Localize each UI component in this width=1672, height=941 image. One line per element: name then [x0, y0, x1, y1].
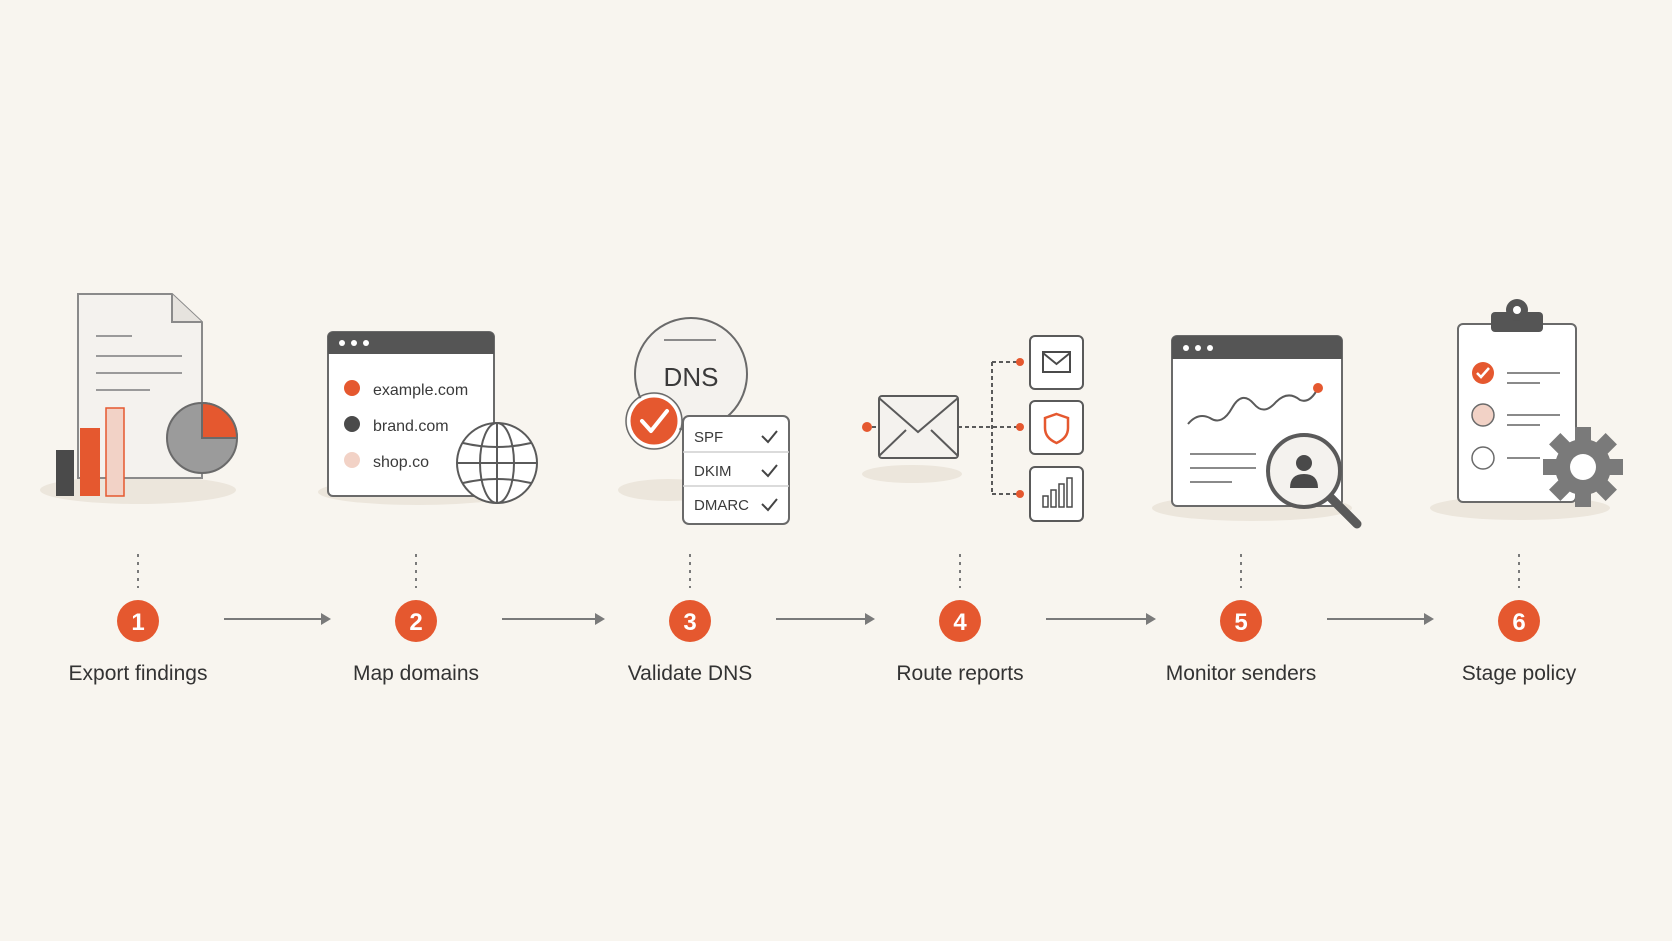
- step-badge: [669, 600, 711, 642]
- shield-icon: [1043, 412, 1070, 445]
- step-label: Stage policy: [1462, 662, 1577, 685]
- dns-title: DNS: [664, 362, 719, 392]
- domain-item: shop.co: [373, 454, 429, 471]
- step-label: Validate DNS: [628, 662, 753, 685]
- step-label: Map domains: [353, 662, 479, 685]
- step-badge: [395, 600, 437, 642]
- flow-arrow: [502, 613, 605, 625]
- checkmark-icon: [761, 464, 778, 478]
- mail-small-icon: [1042, 351, 1071, 373]
- monitor-search-icon: [1152, 335, 1362, 529]
- domain-item: brand.com: [373, 418, 449, 435]
- dns-check-icon: DNS SPF DKIM DMARC: [618, 317, 790, 525]
- bar-chart-icon: [1042, 477, 1073, 508]
- clipboard-gear-icon: [1430, 299, 1623, 520]
- globe-icon: [456, 422, 538, 504]
- domain-dot-3: [344, 452, 360, 468]
- magnifier-user-icon: [1266, 433, 1362, 529]
- step-number: 2: [409, 609, 422, 636]
- gear-icon: [1543, 427, 1623, 507]
- step-number: 6: [1512, 609, 1525, 636]
- flow-arrow: [1046, 613, 1156, 625]
- checkmark-icon: [761, 430, 778, 444]
- domain-browser-icon: example.com brand.com shop.co: [318, 331, 538, 505]
- step-label: Monitor senders: [1166, 662, 1317, 685]
- step-number: 3: [683, 609, 696, 636]
- domain-item: example.com: [373, 382, 468, 399]
- dns-record-label: DMARC: [694, 497, 749, 514]
- flow-arrow: [776, 613, 875, 625]
- step-badge: [1498, 600, 1540, 642]
- step-number: 4: [953, 609, 967, 636]
- domain-dot-2: [344, 416, 360, 432]
- step-badge: [1220, 600, 1262, 642]
- dns-record-label: DKIM: [694, 463, 732, 480]
- flow-arrow: [1327, 613, 1434, 625]
- step-number: 1: [131, 609, 144, 636]
- step-label: Route reports: [896, 662, 1023, 685]
- envelope-icon: [878, 395, 959, 459]
- domain-dot-1: [344, 380, 360, 396]
- mail-routing-icon: [862, 335, 1084, 522]
- report-chart-icon: [40, 293, 239, 504]
- checkmark-icon: [761, 498, 778, 512]
- step-label: Export findings: [69, 662, 208, 685]
- check-badge-icon: [625, 392, 683, 450]
- step-badge: [117, 600, 159, 642]
- dns-record-label: SPF: [694, 429, 723, 446]
- flow-arrow: [224, 613, 331, 625]
- step-number: 5: [1234, 609, 1247, 636]
- step-badge: [939, 600, 981, 642]
